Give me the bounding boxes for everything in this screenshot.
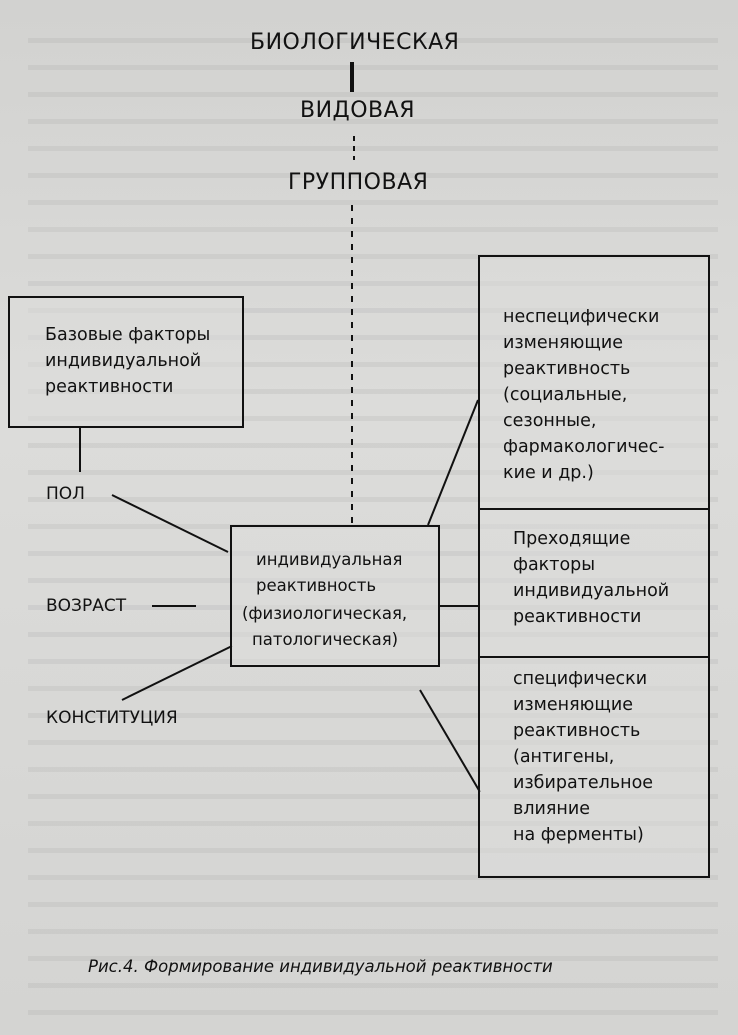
center-line1: индивидуальная (256, 550, 403, 569)
background-band (28, 443, 718, 448)
specific-line4: (антигены, (513, 747, 615, 767)
specific-factors-box (478, 656, 710, 878)
background-band (28, 254, 718, 259)
nonspecific-line2: изменяющие (503, 333, 623, 353)
background-band (28, 335, 718, 340)
background-band (28, 470, 718, 475)
figure-caption: Рис.4. Формирование индивидуальной реакт… (88, 957, 553, 976)
background-band (28, 92, 718, 97)
background-band (28, 362, 718, 367)
background-band (28, 902, 718, 907)
specific-line3: реактивность (513, 721, 641, 741)
level-group: ГРУППОВАЯ (288, 170, 429, 195)
center-line4: патологическая) (252, 630, 399, 649)
background-band (28, 416, 718, 421)
specific-line6: влияние (513, 799, 590, 819)
specific-line1: специфически (513, 669, 648, 689)
factor-age: ВОЗРАСТ (46, 596, 127, 616)
background-band (28, 65, 718, 70)
background-band (28, 821, 718, 826)
level-species: ВИДОВАЯ (300, 98, 415, 123)
transient-line3: индивидуальной (513, 581, 670, 601)
center-line3: (физиологическая, (242, 604, 408, 623)
nonspecific-line5: сезонные, (503, 411, 597, 431)
background-band (28, 200, 718, 205)
connector-constitution-center (121, 645, 233, 701)
background-band (28, 686, 718, 691)
background-band (28, 740, 718, 745)
base-factors-line3: реактивности (45, 377, 174, 397)
base-factors-line2: индивидуальной (45, 351, 202, 371)
background-band (28, 227, 718, 232)
nonspecific-line1: неспецифически (503, 307, 660, 327)
nonspecific-line4: (социальные, (503, 385, 628, 405)
connector-sex-center (111, 494, 229, 553)
nonspecific-line6: фармакологичес- (503, 437, 665, 457)
background-band (28, 1010, 718, 1015)
background-band (28, 281, 718, 286)
transient-line4: реактивности (513, 607, 642, 627)
background-band (28, 929, 718, 934)
level-biological: БИОЛОГИЧЕСКАЯ (250, 30, 460, 55)
background-band (28, 146, 718, 151)
background-band (28, 956, 718, 961)
specific-line5: избирательное (513, 773, 654, 793)
connector-specific-center (419, 689, 481, 793)
factor-constitution: КОНСТИТУЦИЯ (46, 708, 178, 728)
background-band (28, 983, 718, 988)
connector-nonspecific-center (427, 399, 479, 526)
background-band (28, 308, 718, 313)
factor-sex: ПОЛ (46, 484, 85, 504)
specific-line2: изменяющие (513, 695, 633, 715)
individual-reactivity-box (230, 525, 440, 667)
nonspecific-line3: реактивность (503, 359, 631, 379)
transient-line2: факторы (513, 555, 596, 575)
background-band (28, 713, 718, 718)
nonspecific-line7: кие и др.) (503, 463, 594, 483)
background-band (28, 38, 718, 43)
base-factors-box (8, 296, 244, 428)
transient-line1: Преходящие (513, 529, 631, 549)
background-band (28, 794, 718, 799)
background-band (28, 173, 718, 178)
background-band (28, 875, 718, 880)
background-band (28, 389, 718, 394)
center-line2: реактивность (256, 576, 377, 595)
specific-line7: на ферменты) (513, 825, 644, 845)
base-factors-line1: Базовые факторы (45, 325, 211, 345)
background-band (28, 497, 718, 502)
background-band (28, 119, 718, 124)
background-band (28, 767, 718, 772)
background-band (28, 848, 718, 853)
nonspecific-factors-box (478, 255, 710, 510)
